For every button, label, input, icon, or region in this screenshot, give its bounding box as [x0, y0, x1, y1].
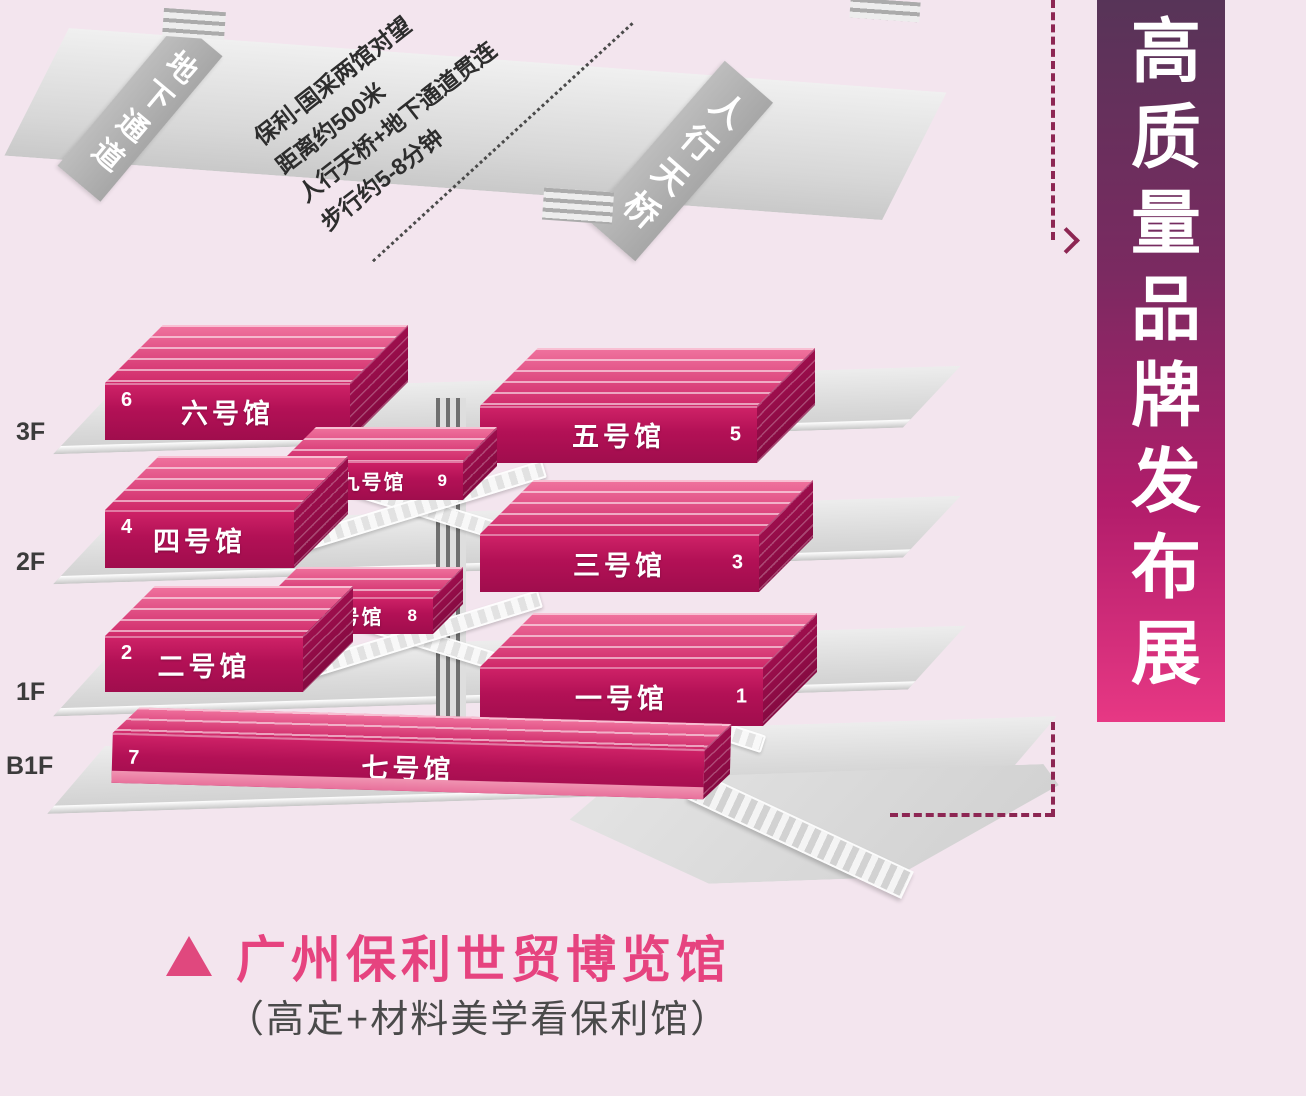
hall-front: 一号馆 1: [480, 667, 763, 726]
hall-4-number: 4: [121, 516, 133, 538]
stairs-icon: [541, 187, 615, 225]
venue-subtitle: （高定+材料美学看保利馆）: [226, 999, 731, 1041]
hall-1-number: 1: [735, 685, 747, 707]
hall-9-label: 九号馆: [339, 472, 406, 494]
hall-3-number: 3: [731, 551, 743, 574]
hall-8-number: 8: [407, 605, 417, 625]
hall-5-label: 五号馆: [572, 422, 665, 452]
floor-label-2f: 2F: [16, 548, 46, 576]
hall-2: 2 二号馆: [105, 586, 353, 692]
hall-front: 2 二号馆: [105, 636, 303, 692]
venue-title: 广州保利世贸博览馆: [236, 932, 731, 988]
hall-roof: [480, 480, 813, 534]
hall-2-label: 二号馆: [157, 651, 251, 682]
hall-4-label: 四号馆: [153, 526, 246, 557]
hall-3: 三号馆 3: [480, 480, 813, 592]
hall-5: 五号馆 5: [480, 348, 815, 463]
hall-7-number: 7: [127, 746, 140, 769]
triangle-marker-icon: [166, 936, 212, 976]
hall-6-label: 六号馆: [181, 399, 274, 429]
route-annotation: 保利-国采两馆对望 距离约500米 人行天桥+地下通道贯连 步行约5-8分钟: [246, 0, 526, 239]
dashed-connector-top: [1051, 0, 1055, 240]
floor-label-b1f: B1F: [6, 752, 54, 780]
hall-front: 4 四号馆: [105, 510, 294, 568]
stairs-icon: [849, 0, 921, 23]
hall-roof: [480, 613, 817, 667]
hall-front: 三号馆 3: [480, 534, 759, 592]
hall-1-label: 一号馆: [575, 684, 668, 714]
hall-front: 五号馆 5: [480, 406, 757, 463]
floor-label-3f: 3F: [16, 418, 46, 446]
hall-front: 6 六号馆: [105, 383, 350, 440]
hall-4: 4 四号馆: [105, 456, 348, 568]
theme-banner: 高质量品牌发布展: [1097, 0, 1225, 722]
hall-6-number: 6: [121, 389, 133, 411]
hall-3-label: 三号馆: [573, 550, 666, 581]
stairs-icon: [162, 7, 226, 41]
floor-label-1f: 1F: [16, 678, 46, 706]
dashed-connector-bottom-horizontal: [890, 813, 1053, 817]
hall-1: 一号馆 1: [480, 613, 817, 726]
dashed-connector-bottom-vertical: [1051, 722, 1055, 817]
hall-9-number: 9: [437, 470, 447, 490]
hall-2-number: 2: [121, 642, 133, 664]
arrow-right-icon: [1053, 227, 1080, 254]
theme-banner-text: 高质量品牌发布展: [1121, 14, 1200, 702]
hall-6: 6 六号馆: [105, 325, 408, 440]
hall-5-number: 5: [729, 423, 741, 445]
hall-7-label: 七号馆: [361, 752, 455, 785]
